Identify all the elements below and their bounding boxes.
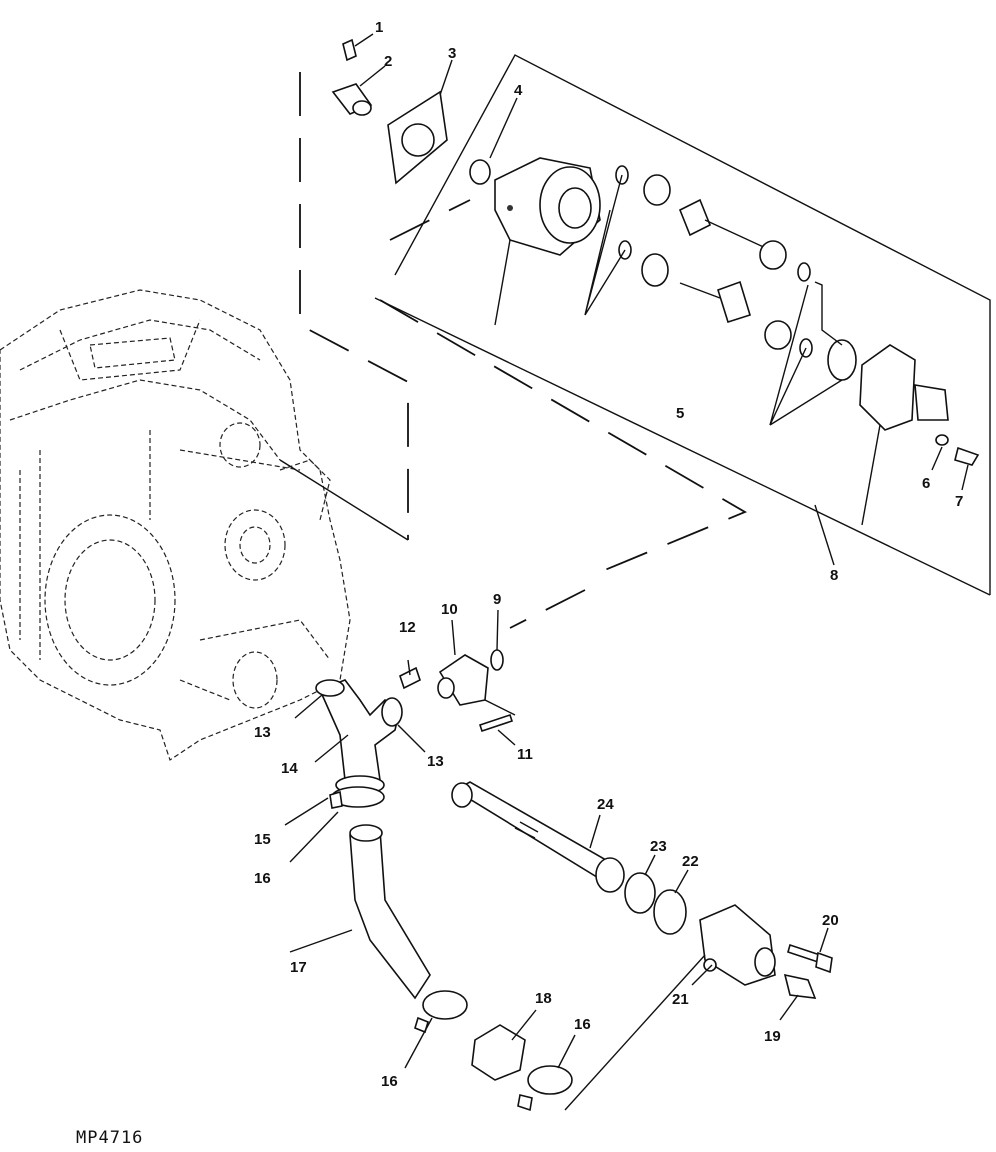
callout-16c: 16 [574,1016,591,1033]
callout-7: 7 [955,493,963,510]
assembly-bracket-frame [279,54,991,596]
callout-6: 6 [922,475,930,492]
callout-21: 21 [672,991,689,1008]
oring-22 [653,889,687,935]
callout-4: 4 [514,82,523,99]
callout-13a: 13 [254,724,271,741]
callout-labels: 1 2 3 4 5 6 7 8 9 10 11 12 13 13 14 15 1… [254,19,963,1090]
clamp-15 [329,786,385,809]
roll-pin-1 [342,38,357,62]
callout-8: 8 [830,567,838,584]
plug-19 [783,973,817,999]
callout-24: 24 [597,796,614,813]
oring-23 [624,872,656,914]
plug-12 [399,666,421,690]
callout-15: 15 [254,831,271,848]
filter-24 [451,781,625,893]
callout-9: 9 [493,591,501,608]
callout-1: 1 [375,19,383,36]
callout-12: 12 [399,619,416,636]
gasket-3 [387,90,448,185]
oring-9 [490,649,504,671]
capscrew-20 [787,943,833,974]
y-tube-14 [315,679,403,795]
clamp-16-lower [414,990,468,1034]
sleeve-18 [471,1024,526,1081]
callout-leaders [284,33,969,1069]
filter-housing-21 [564,904,776,1111]
callout-2: 2 [384,53,392,70]
callout-19: 19 [764,1028,781,1045]
pump-body-5 [469,157,857,426]
callout-5: 5 [676,405,684,422]
bolt-11 [478,699,516,733]
callout-14: 14 [281,760,298,777]
fitting-10 [437,654,489,706]
cover-plate-8 [859,344,980,526]
figure-code: MP4716 [76,1128,144,1148]
callout-16b: 16 [381,1073,398,1090]
callout-11: 11 [517,746,533,763]
callout-18: 18 [535,990,552,1007]
sleeve-2 [331,83,373,116]
clamp-16-right [517,1065,573,1112]
transmission-housing-outline [0,289,351,761]
assembly-dashed-lines [299,72,748,629]
callout-13b: 13 [427,753,444,770]
callout-16a: 16 [254,870,271,887]
hose-17 [349,824,431,1000]
callout-20: 20 [822,912,839,929]
callout-23: 23 [650,838,667,855]
callout-22: 22 [682,853,699,870]
callout-10: 10 [441,601,458,618]
callout-17: 17 [290,959,307,976]
callout-3: 3 [448,45,456,62]
